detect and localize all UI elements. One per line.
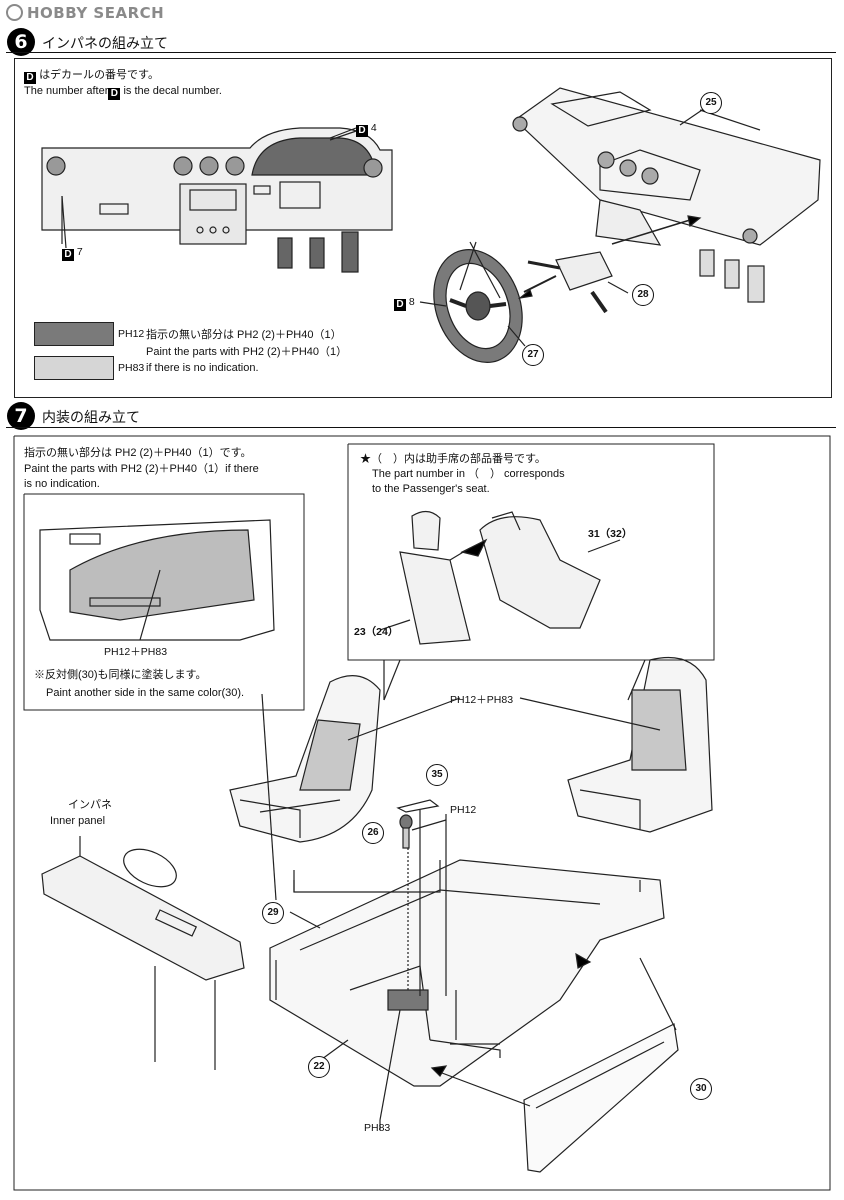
seat-note-ja: ★（ ）内は助手席の部品番号です。: [360, 453, 546, 465]
part-28-callout: 28: [632, 284, 654, 306]
swatch-light: [34, 356, 114, 380]
decal-7-label: D 7: [62, 246, 83, 261]
decal-badge: D: [24, 72, 36, 84]
step7-paint-ja: 指示の無い部分は PH2 (2)＋PH40（1）です。: [24, 447, 252, 459]
inner-panel-drawing: [41, 836, 245, 1070]
paint-note-en-1: Paint the parts with PH2 (2)＋PH40（1）: [146, 346, 348, 358]
swatch-dark: [34, 322, 114, 346]
inner-panel-label-en: Inner panel: [50, 815, 106, 827]
part-35-callout: 35: [426, 764, 448, 786]
part-29-callout: 29: [262, 902, 284, 924]
seat-note-en-2: to the Passenger's seat.: [372, 483, 490, 495]
step-number-7: 7: [7, 402, 35, 430]
part-30-callout: 30: [690, 1078, 712, 1100]
decal-badge: D: [108, 88, 121, 100]
left-seat-drawing: [229, 675, 381, 843]
swatch-light-label: PH83: [118, 362, 145, 374]
watermark-logo: HOBBY SEARCH: [6, 4, 164, 22]
door-paint-label: PH12＋PH83: [104, 646, 168, 658]
dashboard-perspective-view: [512, 87, 821, 303]
divider: [6, 52, 836, 53]
right-seat-drawing: [567, 656, 713, 833]
steering-column-drawing: [459, 215, 702, 314]
swatch-dark-label: PH12: [118, 328, 145, 340]
mirror-note-ja: ※反対側(30)も同様に塗装します。: [34, 669, 207, 681]
step-number-6: 6: [7, 28, 35, 56]
step7-paint-en-2: is no indication.: [24, 478, 100, 490]
step7-paint-en-1: Paint the parts with PH2 (2)＋PH40（1）if t…: [24, 463, 259, 475]
decal-4-label: D 4: [356, 122, 377, 137]
part-31-32-callout: 31（32）: [588, 528, 633, 540]
divider: [6, 427, 836, 428]
seat-note-en-1: The part number in （ ） corresponds: [372, 468, 565, 480]
logo-circle-icon: [6, 4, 23, 21]
interior-tub-drawing: [269, 810, 665, 1121]
shift-knob-drawing: [396, 799, 447, 849]
seat-exploded-drawing: [399, 510, 601, 645]
part-27-callout: 27: [522, 344, 544, 366]
seat-paint-label: PH12＋PH83: [450, 694, 514, 706]
door-panel-drawing: [430, 952, 679, 1173]
shifter-paint-label: PH12: [450, 804, 477, 816]
step-title-7: 内装の組み立て: [42, 410, 140, 426]
decal-8-label: D 8: [394, 296, 415, 311]
step-title-6: インパネの組み立て: [42, 36, 168, 52]
paint-note-ja: 指示の無い部分は PH2 (2)＋PH40（1）: [146, 329, 342, 341]
dashboard-front-view: [41, 127, 393, 273]
inner-panel-label-ja: インパネ: [68, 799, 112, 811]
part-25-callout: 25: [700, 92, 722, 114]
part-23-24-callout: 23（24）: [354, 626, 399, 638]
part-26-callout: 26: [362, 822, 384, 844]
mirror-note-en: Paint another side in the same color(30)…: [46, 687, 245, 699]
floor-paint-label: PH83: [364, 1122, 391, 1134]
paint-note-en-2: if there is no indication.: [146, 362, 259, 374]
part-22-callout: 22: [308, 1056, 330, 1078]
decal-note-ja: D はデカールの番号です。: [24, 68, 159, 84]
